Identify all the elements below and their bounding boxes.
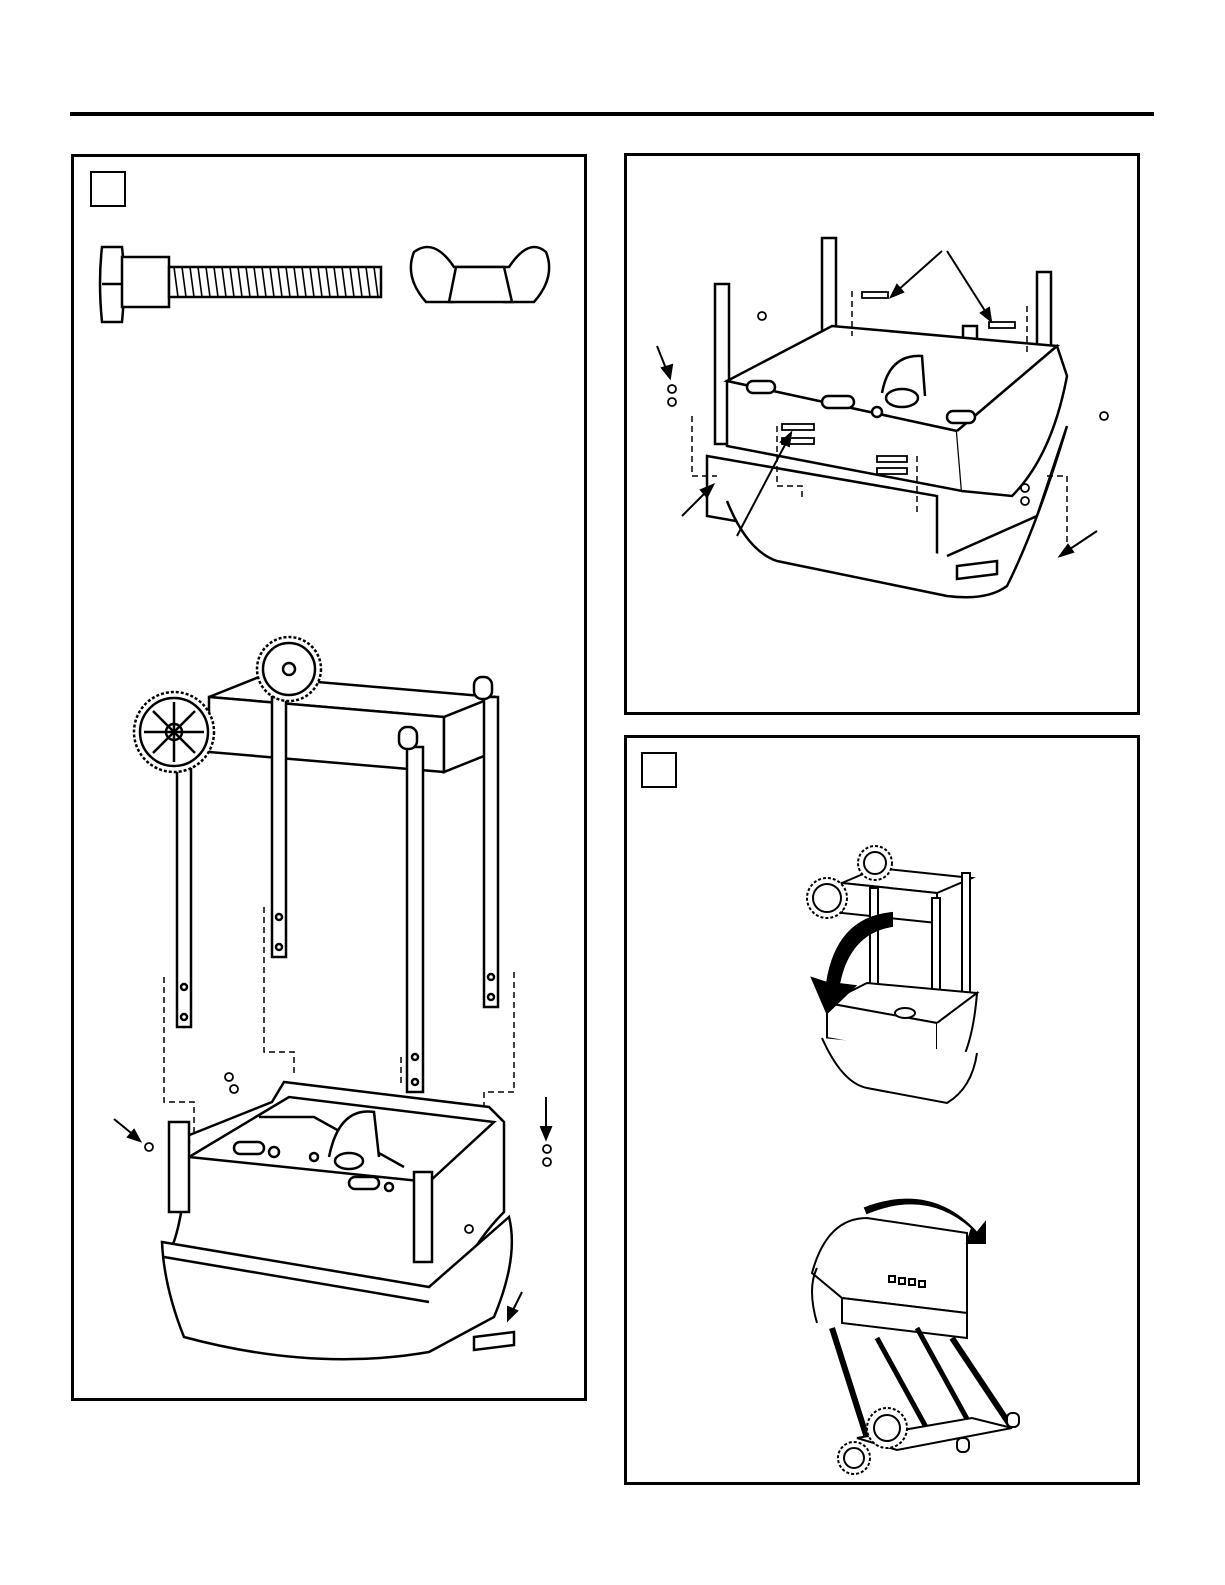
left-instruction-panel <box>71 154 587 1401</box>
rear-wheel-drawing <box>257 637 321 701</box>
firebox-closeup-illustration <box>627 156 1137 712</box>
bottom-right-instruction-panel <box>624 735 1140 1485</box>
header-rule <box>70 112 1154 116</box>
front-wheel-drawing <box>134 692 214 772</box>
top-right-instruction-panel <box>624 153 1140 715</box>
left-panel-illustration <box>74 157 584 1398</box>
cart-frame-exploded-view <box>134 637 498 1092</box>
bolt-illustration <box>100 247 381 322</box>
bottom-right-illustration <box>627 738 1137 1482</box>
firebox-exploded-view <box>162 1082 514 1359</box>
wing-nut-illustration <box>411 247 549 302</box>
cart-flip-step-2 <box>812 1218 1019 1474</box>
